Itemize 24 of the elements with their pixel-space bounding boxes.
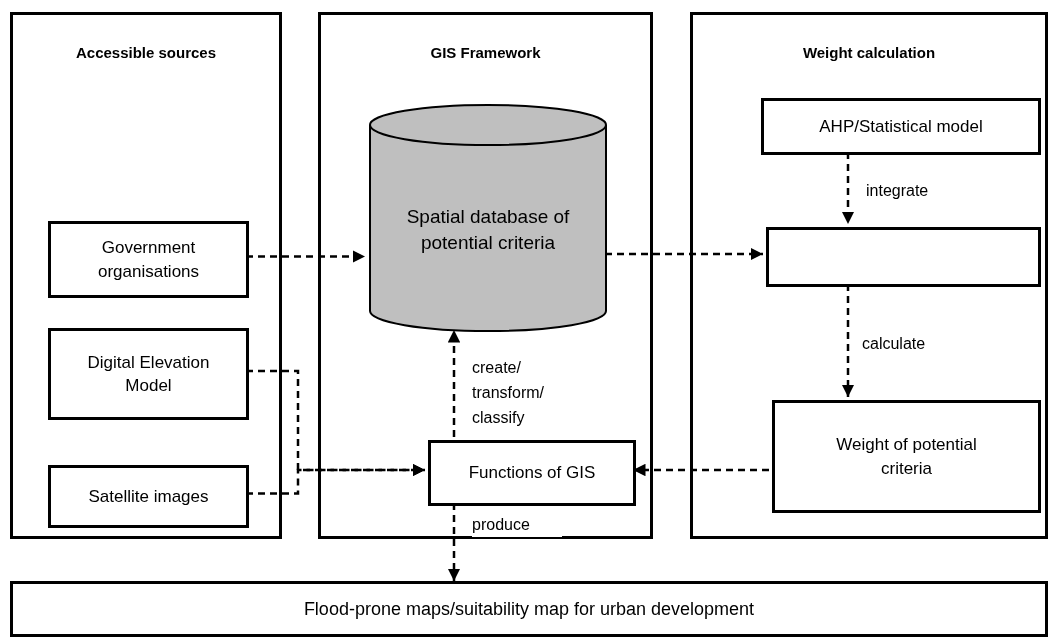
- node-text: Flood-prone maps/suitability map for urban development: [302, 597, 756, 621]
- dashed-arrow: [605, 247, 763, 261]
- panel: [318, 12, 653, 539]
- process-box: [761, 98, 1041, 155]
- panel-title: GIS Framework: [429, 43, 542, 63]
- node-text: Satellite images: [87, 485, 210, 508]
- process-box: [48, 328, 249, 420]
- node-text: Weight of potential criteria: [835, 434, 978, 480]
- process-box: [772, 400, 1041, 513]
- panel-title: Accessible sources: [74, 43, 218, 63]
- node-text: Government organisations: [96, 237, 201, 283]
- panel-title: Weight calculation: [801, 43, 937, 63]
- panel: [10, 12, 282, 539]
- node-text: Digital Elevation Model: [86, 351, 211, 397]
- node-text: AHP/Statistical model: [818, 115, 984, 138]
- process-box: [48, 221, 249, 298]
- dashed-arrow: [447, 330, 461, 437]
- process-box: [48, 465, 249, 528]
- node-text: Functions of GIS: [467, 462, 597, 485]
- panel: [690, 12, 1048, 539]
- node-text: Spatial database of potential criteria: [405, 204, 571, 255]
- process-box: [428, 440, 636, 506]
- process-box: [766, 227, 1041, 287]
- output-box: [10, 581, 1048, 637]
